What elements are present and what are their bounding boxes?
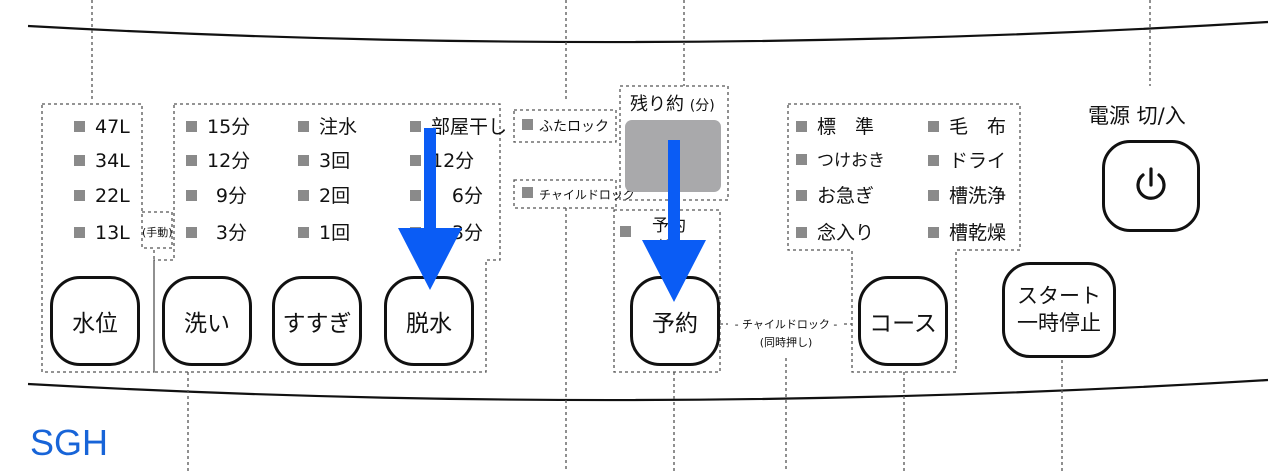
indicator-lamp [928, 227, 939, 238]
indicator-13l: 13L [74, 222, 130, 244]
indicator-lamp [796, 154, 807, 165]
indicator-lamp [298, 121, 309, 132]
indicator-lamp [796, 190, 807, 201]
manual-note: (手動) [142, 226, 173, 239]
indicator-lamp [796, 227, 807, 238]
indicator-rinse-1: 1回 [298, 222, 350, 244]
indicator-lamp [74, 121, 85, 132]
pause-label: 一時停止 [1017, 311, 1101, 335]
indicator-wash-15: 15分 [186, 116, 250, 138]
indicator-lamp [74, 155, 85, 166]
indicator-course-tub-dry: 槽乾燥 [928, 222, 1006, 244]
indicator-lamp [186, 227, 197, 238]
indicator-wash-3: 3分 [186, 222, 247, 244]
indicator-lamp [522, 119, 533, 130]
brand-logo: SGH [30, 422, 109, 463]
indicator-lamp [74, 190, 85, 201]
indicator-lamp [298, 227, 309, 238]
indicator-reserve-lamp [620, 226, 631, 237]
indicator-course-standard: 標 準 [796, 116, 874, 138]
reserve-indicator-label: 予約 [652, 216, 686, 236]
indicator-34l: 34L [74, 150, 130, 172]
indicator-spin-6: 6分 [410, 185, 483, 207]
indicator-course-tub-clean: 槽洗浄 [928, 185, 1006, 207]
indicator-lamp [186, 121, 197, 132]
power-icon [1136, 167, 1166, 200]
indicator-lamp [74, 227, 85, 238]
reserve-indicator-hours: (時間) [646, 239, 685, 255]
indicator-spin-3: 3分 [410, 222, 483, 244]
indicator-lamp [522, 187, 533, 198]
power-label: 電源 切/入 [1088, 104, 1186, 128]
indicator-rinse-fill: 注水 [298, 116, 357, 138]
indicator-lamp [298, 190, 309, 201]
indicator-lamp [410, 121, 421, 132]
wash-button[interactable]: 洗い [162, 276, 252, 366]
power-button[interactable] [1102, 140, 1200, 232]
indicator-course-careful: 念入り [796, 222, 874, 244]
indicator-lamp [928, 155, 939, 166]
start-pause-button[interactable]: スタート 一時停止 [1002, 262, 1116, 358]
remaining-label: 残り約 (分) [630, 94, 715, 115]
indicator-spin-indoor: 部屋干し [410, 116, 507, 138]
water-level-button[interactable]: 水位 [50, 276, 140, 366]
indicator-lid-lock: ふたロック [522, 116, 609, 138]
indicator-spin-12: 12分 [410, 150, 474, 172]
indicator-rinse-2: 2回 [298, 185, 350, 207]
indicator-22l: 22L [74, 185, 130, 207]
indicator-lamp [410, 190, 421, 201]
indicator-lamp [928, 121, 939, 132]
indicator-lamp [796, 121, 807, 132]
indicator-wash-12: 12分 [186, 150, 250, 172]
start-label: スタート [1017, 284, 1101, 308]
course-button[interactable]: コース [858, 276, 948, 366]
indicator-course-quick: お急ぎ [796, 185, 874, 207]
indicator-rinse-3: 3回 [298, 150, 350, 172]
indicator-course-dry: ドライ [928, 150, 1006, 172]
indicator-lamp [298, 155, 309, 166]
indicator-lamp [410, 155, 421, 166]
indicator-lamp [928, 190, 939, 201]
indicator-lamp [410, 227, 421, 238]
indicator-lamp [186, 190, 197, 201]
spin-button[interactable]: 脱水 [384, 276, 474, 366]
time-display [625, 120, 721, 192]
child-lock-combo-note: (同時押し) [759, 336, 813, 349]
indicator-course-blanket: 毛 布 [928, 116, 1006, 138]
reserve-button[interactable]: 予約 [630, 276, 720, 366]
indicator-47l: 47L [74, 116, 130, 138]
indicator-lamp [186, 155, 197, 166]
indicator-course-soak: つけおき [796, 150, 885, 172]
rinse-button[interactable]: すすぎ [272, 276, 362, 366]
indicator-child-lock: チャイルドロック [522, 184, 635, 206]
indicator-wash-9: 9分 [186, 185, 247, 207]
child-lock-combo-label: - チャイルドロック - [734, 318, 838, 331]
